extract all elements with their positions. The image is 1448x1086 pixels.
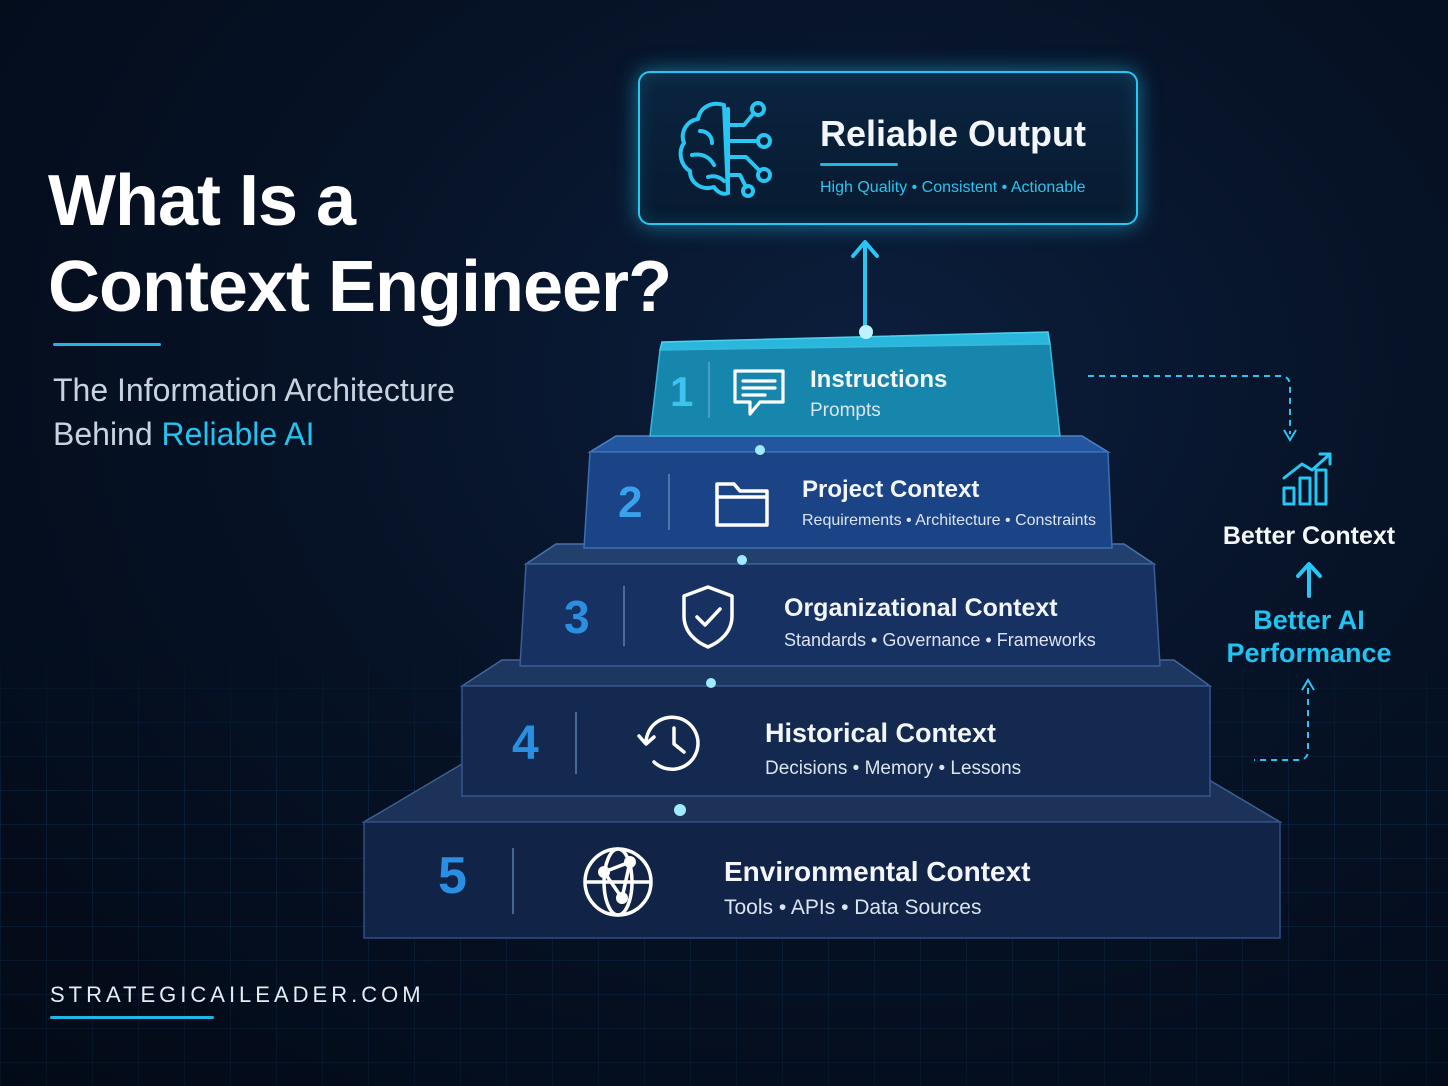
subtitle-line-1: The Information Architecture [53, 372, 455, 408]
subtitle-prefix: Behind [53, 416, 162, 452]
chat-bubble-icon [733, 369, 785, 416]
layer-4-historical-context: 4 Historical Context Decisions • Memory … [460, 656, 1212, 800]
subtitle-line-2: Behind Reliable AI [53, 412, 455, 456]
bar-chart-growth-icon [1282, 452, 1332, 506]
website-url: STRATEGICAILEADER.COM [50, 982, 425, 1007]
layer-3-subtitle: Standards • Governance • Frameworks [784, 630, 1096, 650]
better-ai-performance-label: Better AI Performance [1212, 604, 1406, 670]
feedback-dashed-path [1088, 375, 1315, 761]
layer-3-title: Organizational Context [784, 594, 1058, 622]
layer-4-number: 4 [512, 717, 539, 770]
output-title-underline [820, 163, 898, 166]
shield-check-icon [682, 585, 734, 649]
better-ai-line-1: Better AI [1253, 605, 1365, 635]
page-title-line-1: What Is a [48, 161, 356, 241]
layer-5-title: Environmental Context [724, 856, 1031, 887]
layer-2-separator [668, 474, 670, 530]
layer-2-subtitle: Requirements • Architecture • Constraint… [802, 512, 1096, 529]
layer-1-instructions: 1 Instructions Prompts [646, 330, 1064, 440]
page-subtitle: The Information Architecture Behind Reli… [53, 368, 455, 456]
layer-4-subtitle: Decisions • Memory • Lessons [765, 758, 1022, 779]
layer-4-separator [575, 712, 577, 774]
layer-5-separator [512, 848, 514, 914]
brain-circuit-icon [678, 101, 772, 198]
layer-2-title: Project Context [802, 476, 980, 503]
title-underline [53, 343, 161, 346]
subtitle-highlight: Reliable AI [161, 416, 315, 452]
arrow-up-small-icon [1296, 562, 1322, 598]
page-title-line-2: Context Engineer? [48, 247, 672, 327]
layer-3-separator [623, 586, 625, 646]
layer-1-subtitle: Prompts [810, 400, 881, 421]
layer-4-title: Historical Context [765, 718, 997, 748]
layer-1-title: Instructions [810, 366, 948, 393]
layer-3-block [519, 543, 1161, 667]
website-underline [50, 1016, 214, 1019]
better-context-label: Better Context [1222, 522, 1396, 550]
output-title: Reliable Output [820, 113, 1087, 154]
layer-5-number: 5 [438, 847, 467, 905]
layer-3-organizational-context: 3 Organizational Context Standards • Gov… [518, 540, 1162, 670]
layer-2-number: 2 [618, 478, 643, 527]
folder-icon [715, 482, 769, 527]
page-title: What Is a Context Engineer? [48, 158, 672, 330]
history-clock-icon [637, 715, 700, 771]
layer-1-separator [708, 362, 710, 418]
layer-5-subtitle: Tools • APIs • Data Sources [724, 896, 982, 919]
better-ai-line-2: Performance [1226, 638, 1392, 668]
layer-4-block [460, 659, 1212, 797]
layer-2-project-context: 2 Project Context Requirements • Archite… [582, 432, 1114, 552]
network-globe-icon [583, 847, 653, 917]
layer-1-number: 1 [670, 368, 694, 415]
reliable-output-card: Reliable Output High Quality • Consisten… [638, 71, 1138, 225]
output-subtitle: High Quality • Consistent • Actionable [820, 179, 1086, 196]
layer-3-number: 3 [564, 591, 590, 643]
